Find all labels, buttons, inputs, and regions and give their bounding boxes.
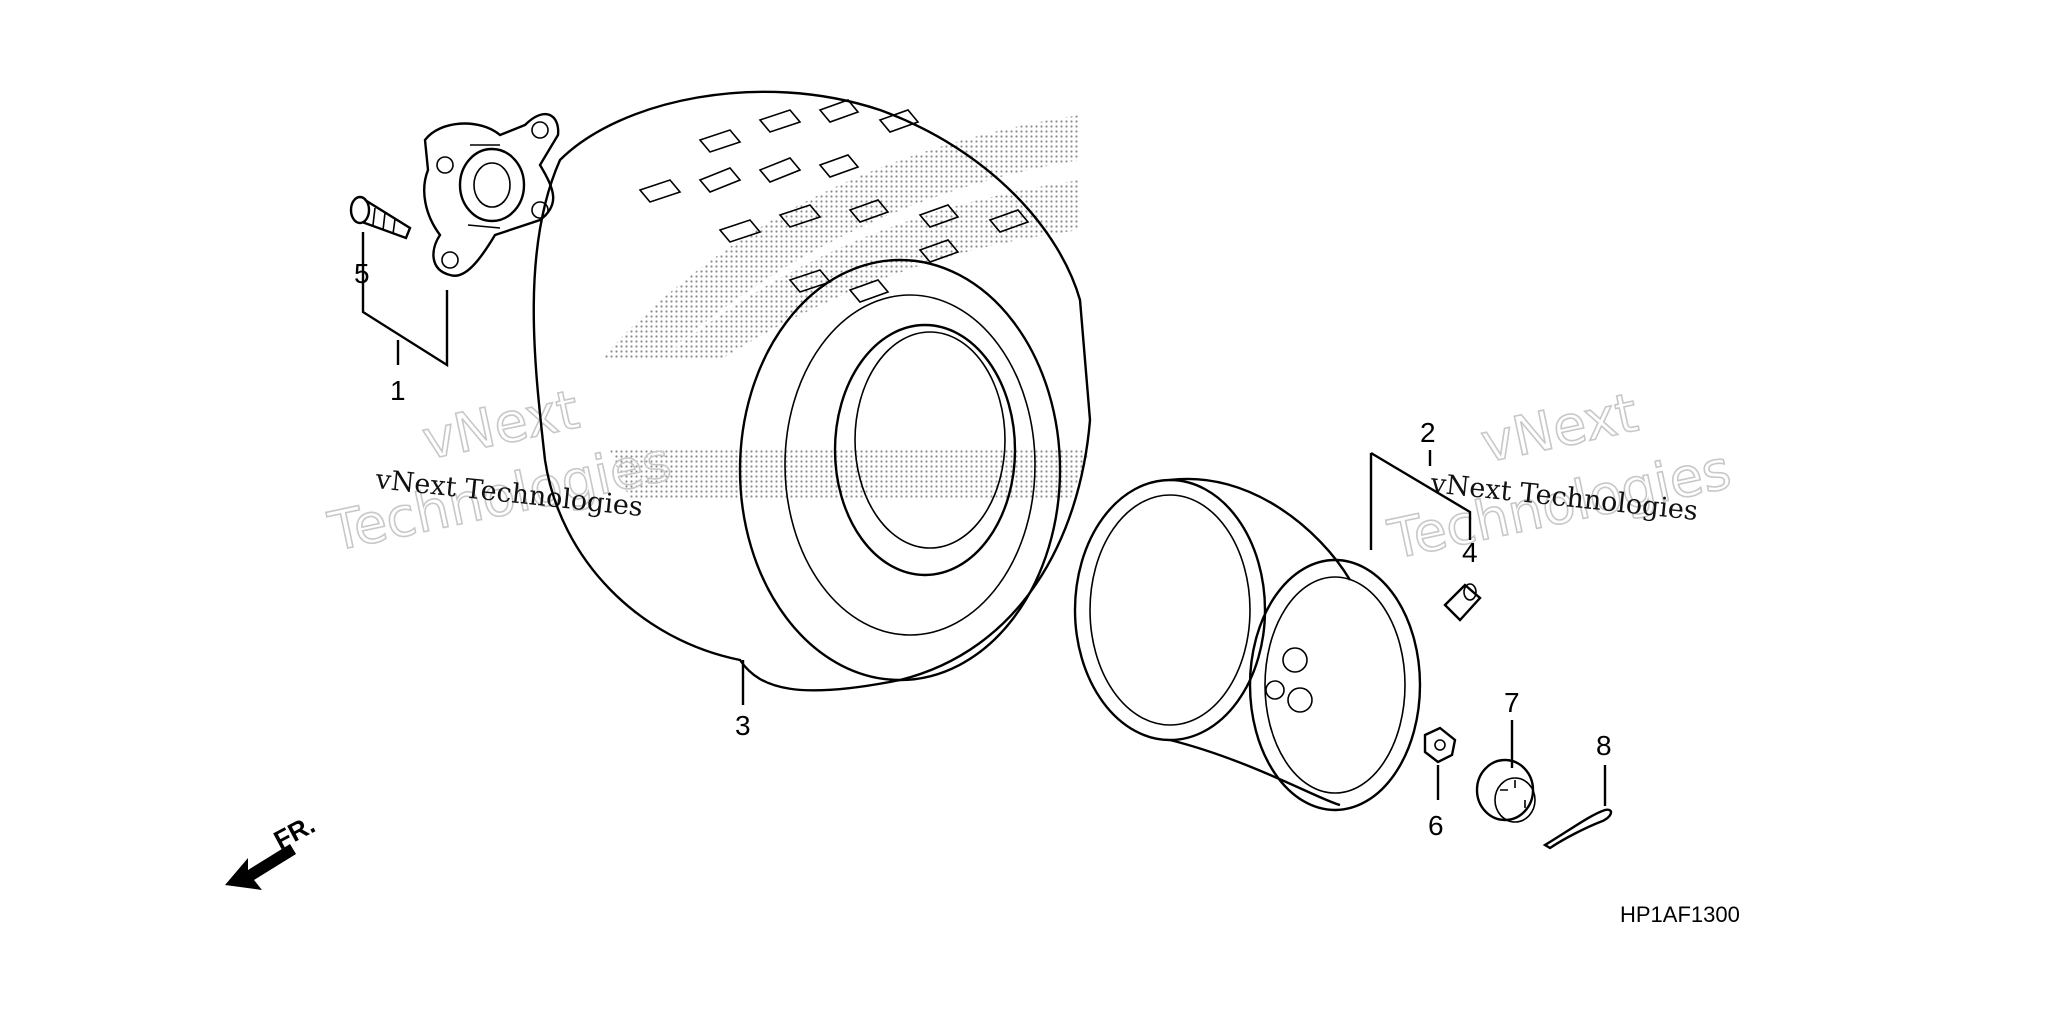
callout-3: 3 — [735, 710, 751, 741]
nut-part — [1423, 726, 1457, 764]
front-label: FR. — [269, 809, 320, 855]
callout-1: 1 — [390, 375, 406, 406]
tread-lugs — [638, 99, 1030, 303]
outline-watermark-left: vNext Technologies — [322, 377, 677, 565]
brand-emblem-watermark — [600, 115, 1090, 500]
front-arrow: FR. — [225, 809, 320, 890]
valve-part — [1443, 583, 1482, 622]
drawing-code: HP1AF1300 — [1620, 902, 1740, 927]
rim-part — [1073, 477, 1422, 812]
callout-7: 7 — [1504, 687, 1520, 718]
callout-6: 6 — [1428, 810, 1444, 841]
callout-8: 8 — [1596, 730, 1612, 761]
callout-4: 4 — [1462, 537, 1478, 568]
castle-nut-part — [1475, 758, 1536, 823]
leader-lines — [361, 232, 1607, 806]
outline-watermark-right: vNext Technologies — [1382, 380, 1737, 572]
callout-2: 2 — [1420, 417, 1436, 448]
callout-5: 5 — [354, 258, 370, 289]
flange-bolt-part — [349, 195, 412, 240]
hub-part — [423, 113, 560, 277]
tire-part — [532, 90, 1092, 692]
cotter-pin-part — [1542, 808, 1613, 850]
